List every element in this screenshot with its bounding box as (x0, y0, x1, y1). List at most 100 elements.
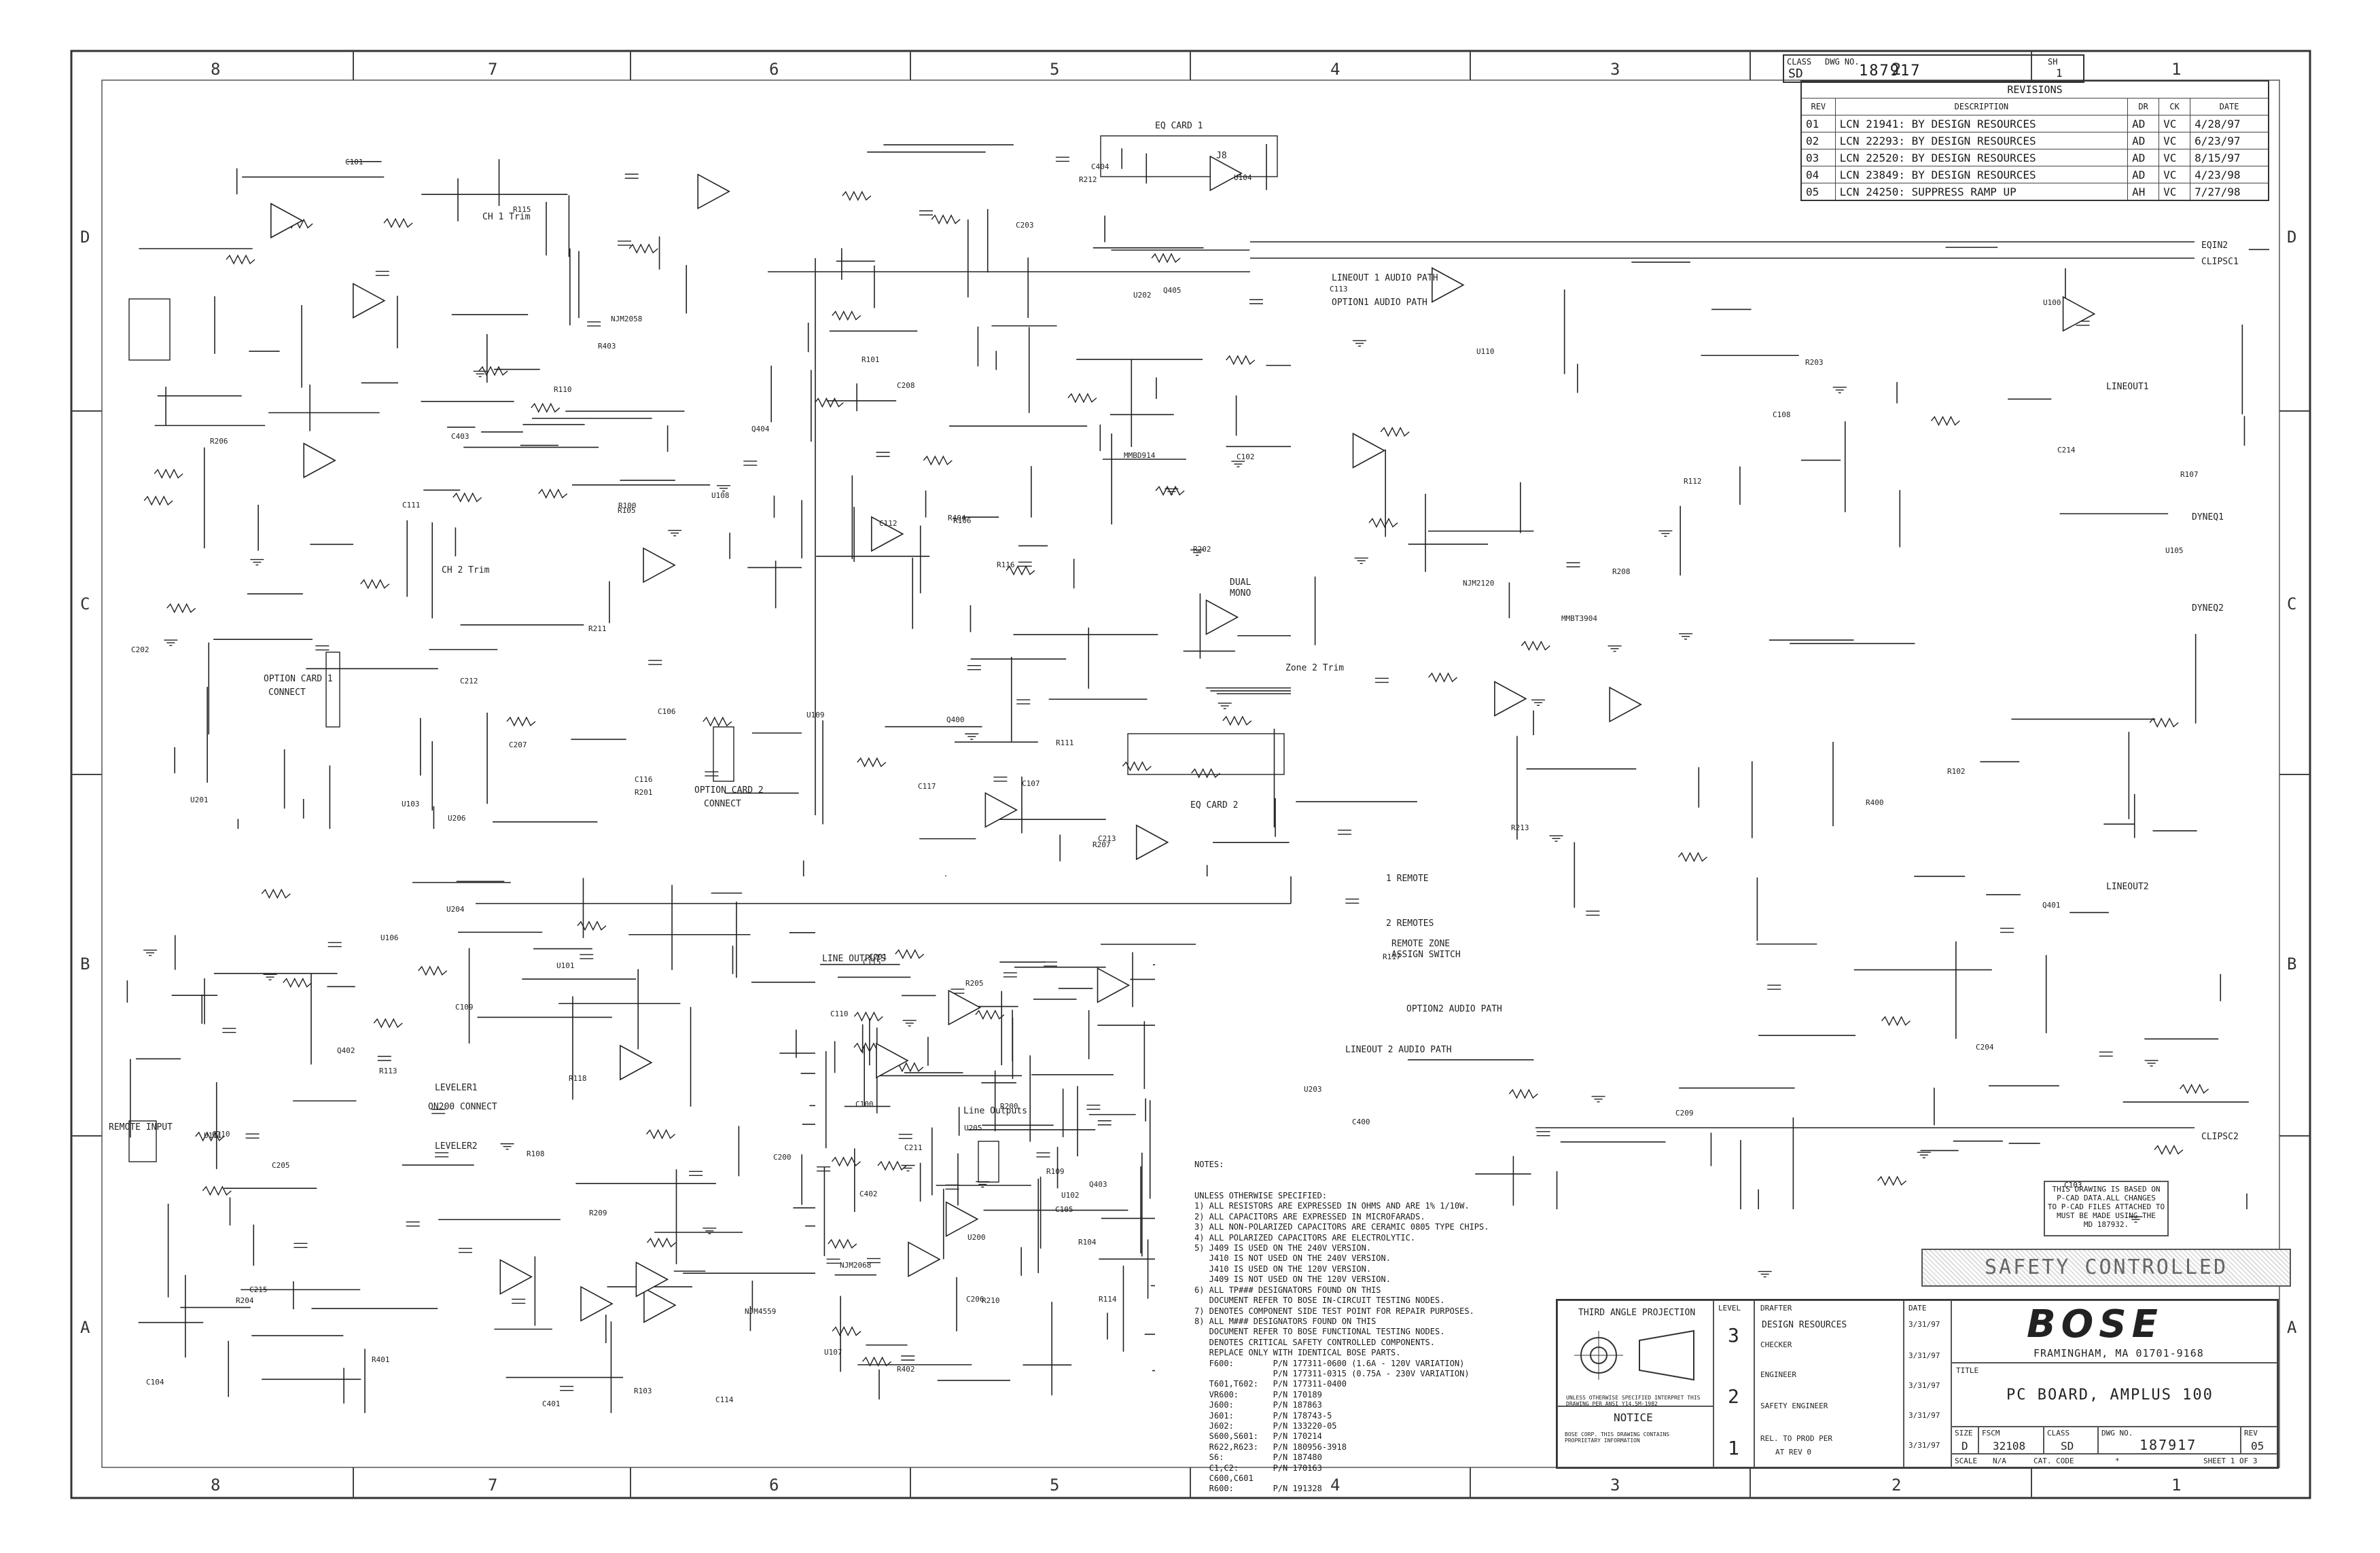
resistor (143, 495, 173, 506)
revision-cell: LCN 24250: SUPPRESS RAMP UP (1834, 183, 2129, 201)
component-designator: C105 (1055, 1205, 1073, 1214)
option-card1-connect: CONNECT (268, 688, 306, 698)
resistor (628, 243, 658, 254)
note-line: 4) ALL POLARIZED CAPACITORS ARE ELECTROL… (1194, 1232, 1416, 1243)
grid-row-label: D (80, 228, 90, 247)
note-line: J409 IS NOT USED ON THE 120V VERSION. (1194, 1274, 1391, 1285)
notice-line: THIS DRAWING IS BASED ON (2052, 1185, 2161, 1194)
component-designator: R105 (618, 506, 636, 515)
resistor (154, 468, 183, 479)
dates-cell: DATE 3/31/97 3/31/97 3/31/97 3/31/97 3/3… (1904, 1300, 1951, 1467)
revision-cell: 6/23/97 (2190, 132, 2269, 149)
opamp (270, 202, 304, 239)
component-designator: C401 (542, 1399, 561, 1408)
note-line: R600: P/N 191328 (1194, 1484, 1322, 1494)
component-designator: U106 (380, 933, 399, 942)
note-line: J602: P/N 133220-05 (1194, 1421, 1337, 1431)
revision-cell: 02 (1800, 132, 1836, 149)
resistor (1428, 672, 1458, 683)
component-designator: C205 (272, 1161, 290, 1170)
revision-cell: LCN 21941: BY DESIGN RESOURCES (1834, 115, 2129, 132)
component-designator: NJM2068 (840, 1261, 872, 1270)
component-designator: R207 (1093, 840, 1111, 849)
grid-column-label: 3 (1610, 1476, 1620, 1495)
connector (713, 726, 734, 782)
grid-row-label: C (2287, 594, 2297, 613)
component-designator: R202 (1193, 545, 1211, 554)
eqin2-label: EQIN2 (2201, 240, 2228, 251)
component-designator: C201 (869, 952, 887, 961)
revision-cell: AD (2127, 132, 2160, 149)
resistor (531, 402, 561, 413)
note-line: DOCUMENT REFER TO BOSE FUNCTIONAL TESTIN… (1194, 1327, 1445, 1337)
component-designator: U203 (1304, 1085, 1322, 1094)
revision-cell: VC (2159, 183, 2191, 201)
notice-cell: NOTICE BOSE CORP. THIS DRAWING CONTAINS … (1557, 1406, 1713, 1467)
component-designator: C107 (1022, 779, 1040, 788)
component-designator: C402 (859, 1190, 878, 1198)
component-designator: C208 (897, 381, 915, 390)
note-line: 3) ALL NON-POLARIZED CAPACITORS ARE CERA… (1194, 1222, 1489, 1232)
resistor (1930, 415, 1960, 427)
note-line: J410 IS USED ON THE 120V VERSION. (1194, 1264, 1372, 1274)
opamp (1352, 432, 1386, 469)
notes-lines: UNLESS OTHERWISE SPECIFIED:1) ALL RESIST… (1194, 1191, 1489, 1495)
resistor (506, 716, 536, 727)
component-designator: R404 (948, 514, 966, 522)
component-designator: R209 (589, 1209, 607, 1217)
notice-line: TO P-CAD FILES ATTACHED TO (2047, 1202, 2165, 1211)
connector (1127, 733, 1285, 775)
component-designator: C113 (1330, 285, 1348, 293)
sh-label: SH (2048, 57, 2058, 67)
revision-cell: VC (2159, 166, 2191, 183)
component-designator: C116 (635, 775, 653, 784)
component-designator: C210 (212, 1130, 230, 1139)
opamp (870, 516, 904, 552)
component-designator: U111 (204, 1131, 222, 1140)
resistor (646, 1237, 676, 1248)
date-header: DATE (2190, 98, 2269, 115)
connector (325, 651, 340, 728)
revision-cell: 05 (1800, 183, 1836, 201)
component-designator: C117 (918, 782, 936, 791)
resistor (2154, 1144, 2184, 1156)
notice-line: MD 187932. (2083, 1220, 2129, 1229)
component-designator: R111 (1056, 738, 1074, 747)
component-designator: R110 (554, 385, 572, 394)
component-designator: U102 (1061, 1191, 1080, 1200)
option1-path-label: OPTION1 AUDIO PATH (1332, 298, 1427, 308)
resistor (1006, 565, 1035, 576)
line-outputs-label: LINE OUTPUTS (822, 954, 886, 964)
note-line: J410 IS NOT USED ON THE 240V VERSION. (1194, 1253, 1391, 1264)
opamp (1432, 267, 1465, 303)
connector (1100, 135, 1278, 177)
component-designator: R104 (1078, 1238, 1097, 1247)
resistor (1122, 761, 1152, 772)
component-designator: C211 (904, 1143, 923, 1152)
resistor (1151, 253, 1181, 264)
component-designator: C106 (658, 707, 676, 716)
ch2-trim-label: CH 2 Trim (442, 565, 490, 575)
component-designator: R210 (982, 1296, 1000, 1305)
resistor (832, 310, 862, 321)
opamp (620, 1044, 653, 1081)
components (128, 135, 2209, 1391)
resistor (895, 948, 925, 960)
component-designator: Q401 (2042, 901, 2061, 910)
ch1-trim-label: CH 1 Trim (482, 212, 531, 222)
top-title-strip: CLASS SD DWG NO. 187917 SH 1 (1783, 54, 2084, 83)
note-line: DENOTES CRITICAL SAFETY CONTROLLED COMPO… (1194, 1337, 1436, 1347)
note-line: 6) ALL TP### DESIGNATORS FOUND ON THIS (1194, 1285, 1381, 1295)
projection-symbol (1574, 1329, 1694, 1381)
revision-cell: 4/23/98 (2190, 166, 2269, 183)
note-line: 1) ALL RESISTORS ARE EXPRESSED IN OHMS A… (1194, 1201, 1470, 1211)
eq-card-label: EQ CARD 1 (1155, 121, 1203, 131)
connector (128, 1120, 157, 1162)
revision-cell: AD (2127, 115, 2160, 132)
component-designator: Q400 (946, 715, 965, 724)
approvals-cell: DRAFTER DESIGN RESOURCES CHECKER ENGINEE… (1754, 1300, 1904, 1467)
option2-path-label: OPTION2 AUDIO PATH (1406, 1004, 1502, 1014)
